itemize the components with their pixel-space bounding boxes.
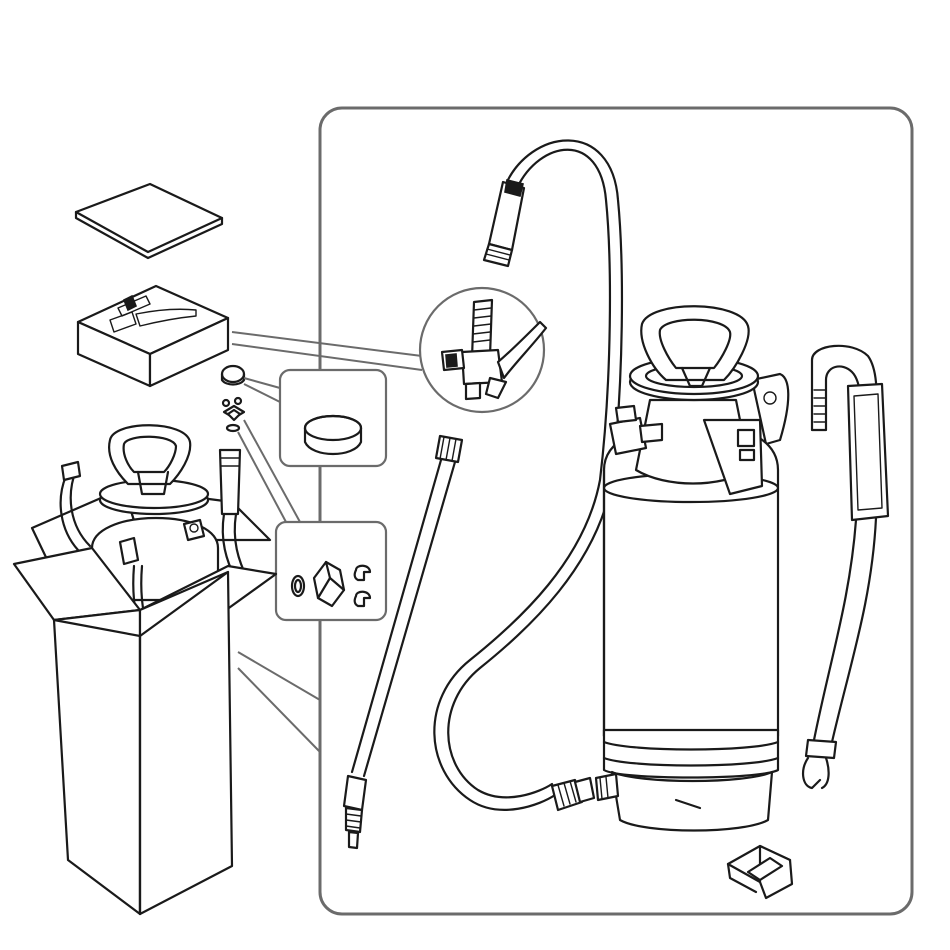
strap-buckle [806,740,836,758]
instruction-booklet [76,184,222,258]
cap-callout [244,370,386,466]
cap [222,366,244,385]
small-parts [223,398,244,431]
box-leader [238,652,320,752]
packaging-box [14,425,276,914]
nozzle-box [78,286,228,386]
